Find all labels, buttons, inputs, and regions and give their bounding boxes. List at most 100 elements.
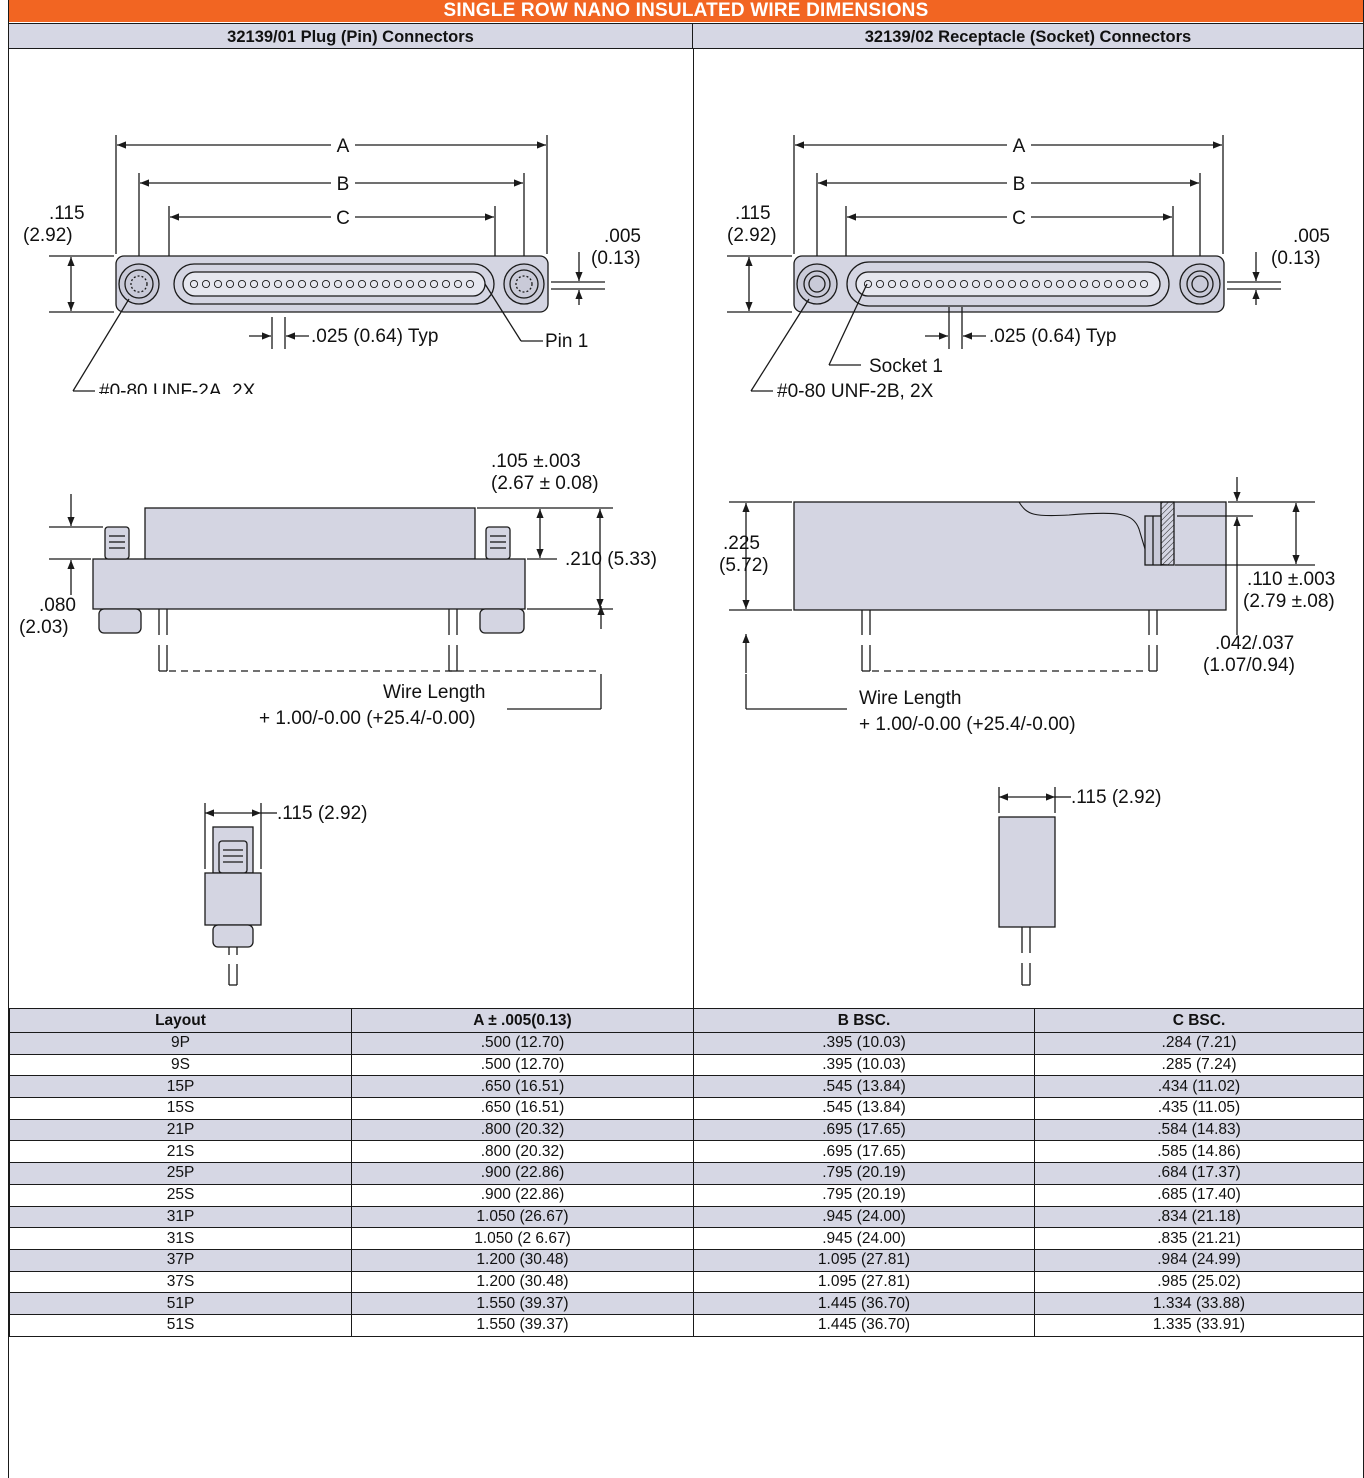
plug-body-height: .210 (5.33) (565, 549, 657, 570)
cell-c: .435 (11.05) (1034, 1097, 1364, 1120)
receptacle-front-view (727, 135, 1281, 392)
dimensions-table: Layout A ± .005(0.13) B BSC. C BSC. 9P.5… (9, 1008, 1364, 1337)
drawing-sheet: SINGLE ROW NANO INSULATED WIRE DIMENSION… (8, 0, 1364, 1478)
plug-pitch: .025 (0.64) Typ (311, 326, 438, 347)
receptacle-pitch: .025 (0.64) Typ (989, 326, 1116, 347)
plug-gap-mm: (0.13) (591, 248, 641, 269)
plug-dim-c: C (336, 208, 350, 229)
receptacle-end-width: .115 (2.92) (1071, 787, 1161, 808)
cell-layout: 15P (9, 1075, 352, 1099)
receptacle-socket1: Socket 1 (869, 356, 943, 377)
cell-c: .434 (11.02) (1034, 1075, 1364, 1099)
table-row: 15P.650 (16.51).545 (13.84).434 (11.02) (9, 1075, 1364, 1099)
plug-end-view (204, 803, 277, 986)
cell-layout: 31P (9, 1205, 352, 1229)
cell-layout: 9S (9, 1053, 352, 1077)
cell-layout: 51S (9, 1313, 352, 1337)
table-row: 25S.900 (22.86).795 (20.19).685 (17.40) (9, 1183, 1364, 1207)
cell-layout: 25P (9, 1162, 352, 1185)
receptacle-section-heading: 32139/02 Receptacle (Socket) Connectors (693, 23, 1363, 49)
table-row: 9S.500 (12.70).395 (10.03).285 (7.24) (9, 1053, 1364, 1077)
receptacle-end-view (998, 787, 1071, 986)
receptacle-wire-length: Wire Length (859, 688, 961, 709)
cell-c: .285 (7.24) (1034, 1053, 1364, 1077)
cell-a: .650 (16.51) (351, 1075, 694, 1099)
column-header: B BSC. (693, 1008, 1035, 1033)
receptacle-recess-in: .110 ±.003 (1247, 569, 1335, 590)
cell-c: .834 (21.18) (1034, 1205, 1364, 1229)
cell-a: .500 (12.70) (351, 1032, 694, 1055)
receptacle-wire-dia-mm: (1.07/0.94) (1203, 655, 1295, 676)
receptacle-socket-row (863, 279, 1149, 289)
cell-a: .800 (20.32) (351, 1118, 694, 1142)
cell-c: .984 (24.99) (1034, 1248, 1364, 1272)
column-header: Layout (9, 1008, 352, 1033)
cell-b: .945 (24.00) (693, 1205, 1035, 1229)
receptacle-wire-tolerance: + 1.00/-0.00 (+25.4/-0.00) (859, 714, 1076, 735)
cell-b: .795 (20.19) (693, 1162, 1035, 1185)
receptacle-thread: #0-80 UNF-2B, 2X (777, 381, 934, 402)
cell-c: .685 (17.40) (1034, 1183, 1364, 1207)
cell-b: .545 (13.84) (693, 1075, 1035, 1099)
page-title: SINGLE ROW NANO INSULATED WIRE DIMENSION… (9, 0, 1363, 22)
cell-a: .900 (22.86) (351, 1183, 694, 1207)
cell-c: .684 (17.37) (1034, 1162, 1364, 1185)
cell-b: .695 (17.65) (693, 1140, 1035, 1164)
plug-wire-length: Wire Length (383, 682, 485, 703)
cell-layout: 51P (9, 1292, 352, 1315)
cell-layout: 21S (9, 1140, 352, 1164)
receptacle-body-in: .225 (723, 533, 760, 554)
plug-height-mm: (2.92) (23, 225, 73, 246)
plug-front-view (49, 135, 605, 392)
receptacle-dim-a: A (1013, 136, 1026, 157)
plug-top-in: .105 ±.003 (491, 451, 581, 472)
cell-a: 1.550 (39.37) (351, 1313, 694, 1337)
cell-layout: 31S (9, 1227, 352, 1250)
plug-pin-row (189, 279, 475, 289)
connector-drawings: A B C .115 (2.92) .005 (0.13) .025 (0.64… (19, 135, 1335, 986)
receptacle-gap-in: .005 (1293, 226, 1330, 247)
cell-c: 1.334 (33.88) (1034, 1292, 1364, 1315)
cell-layout: 37P (9, 1248, 352, 1272)
cell-c: .585 (14.86) (1034, 1140, 1364, 1164)
cell-a: 1.200 (30.48) (351, 1270, 694, 1294)
cell-a: 1.550 (39.37) (351, 1292, 694, 1315)
cell-c: 1.335 (33.91) (1034, 1313, 1364, 1337)
receptacle-dim-c: C (1012, 208, 1026, 229)
table-row: 25P.900 (22.86).795 (20.19).684 (17.37) (9, 1162, 1364, 1185)
receptacle-gap-mm: (0.13) (1271, 248, 1321, 269)
plug-dim-b: B (337, 174, 350, 195)
table-row: 9P.500 (12.70).395 (10.03).284 (7.21) (9, 1032, 1364, 1055)
table-row: 15S.650 (16.51).545 (13.84).435 (11.05) (9, 1097, 1364, 1120)
cell-layout: 15S (9, 1097, 352, 1120)
column-header: C BSC. (1034, 1008, 1364, 1033)
receptacle-wire-dia-in: .042/.037 (1215, 633, 1294, 654)
receptacle-recess-mm: (2.79 ±.08) (1243, 591, 1335, 612)
plug-gap-in: .005 (604, 226, 641, 247)
plug-height-in: .115 (49, 203, 85, 224)
plug-top-mm: (2.67 ± 0.08) (491, 473, 599, 494)
cell-b: .395 (10.03) (693, 1053, 1035, 1077)
cell-b: .395 (10.03) (693, 1032, 1035, 1055)
table-row: 21S.800 (20.32).695 (17.65).585 (14.86) (9, 1140, 1364, 1164)
receptacle-body-mm: (5.72) (719, 555, 769, 576)
table-header-row: Layout A ± .005(0.13) B BSC. C BSC. (9, 1008, 1364, 1033)
cell-b: .945 (24.00) (693, 1227, 1035, 1250)
cell-layout: 37S (9, 1270, 352, 1294)
cell-c: .835 (21.21) (1034, 1227, 1364, 1250)
cell-b: .545 (13.84) (693, 1097, 1035, 1120)
receptacle-dim-b: B (1013, 174, 1026, 195)
plug-flange-in: .080 (39, 595, 76, 616)
cell-b: 1.095 (27.81) (693, 1248, 1035, 1272)
cell-layout: 21P (9, 1118, 352, 1142)
plug-end-width: .115 (2.92) (277, 803, 367, 824)
cell-b: 1.095 (27.81) (693, 1270, 1035, 1294)
plug-section-heading: 32139/01 Plug (Pin) Connectors (9, 23, 693, 49)
cell-a: 1.050 (26.67) (351, 1205, 694, 1229)
section-divider (693, 49, 694, 1008)
plug-wire-tolerance: + 1.00/-0.00 (+25.4/-0.00) (259, 708, 476, 729)
